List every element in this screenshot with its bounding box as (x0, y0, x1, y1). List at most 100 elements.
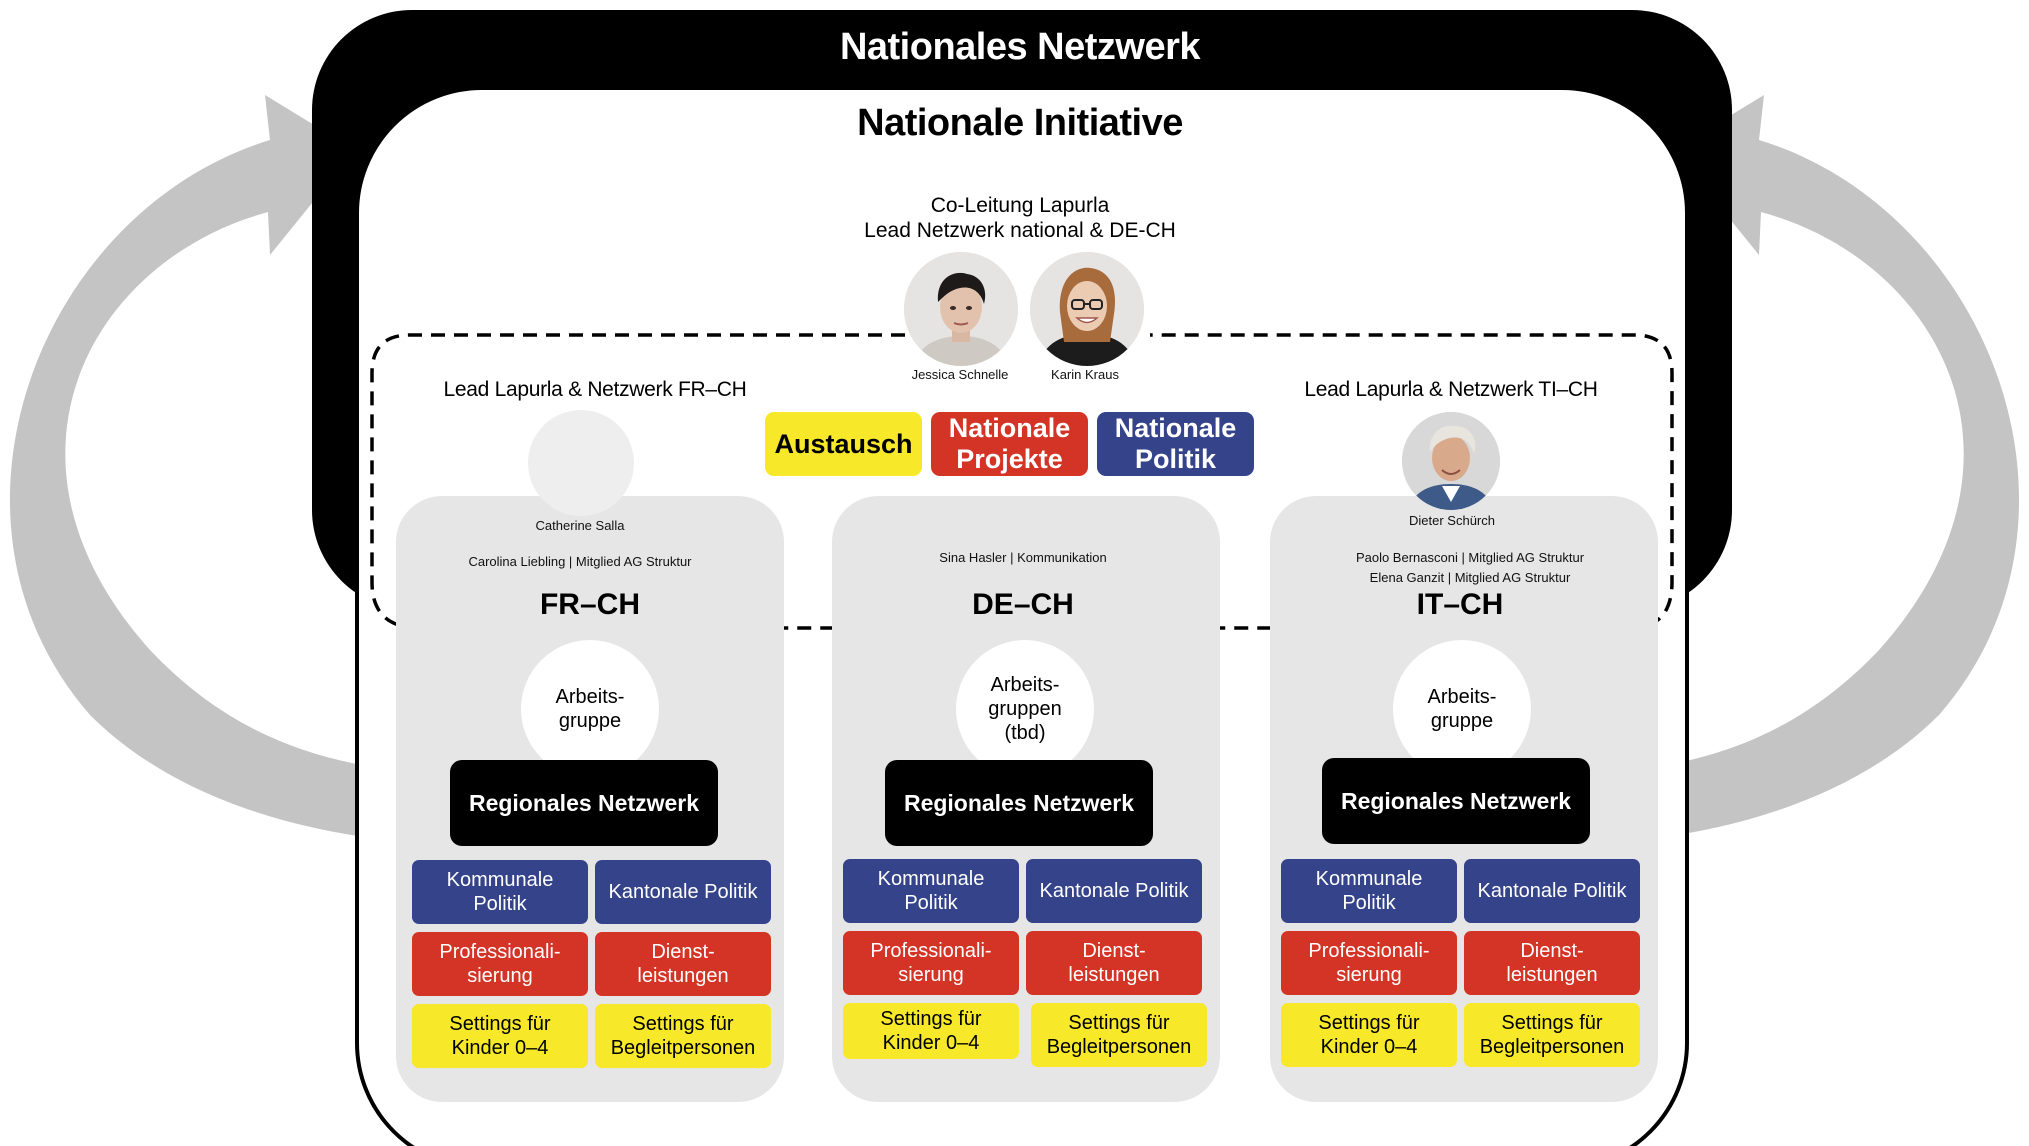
tile-de-kommunal-l1: Kommunale (877, 868, 985, 890)
tile-de-begleit-l1: Settings für (1068, 1012, 1170, 1034)
tile-it-prof-l1: Professionali- (1308, 940, 1430, 962)
tile-it-dienstleistungen: Dienst-leistungen (1464, 931, 1640, 995)
workgroup-circle-de: Arbeits-gruppen(tbd) (956, 640, 1094, 778)
workgroup-circle-fr: Arbeits-gruppe (521, 640, 659, 778)
members-de: Sina Hasler | Kommunikation (843, 548, 1203, 568)
regional-network-de: Regionales Netzwerk (885, 760, 1153, 846)
tag-austausch-label: Austausch (774, 428, 913, 459)
tile-fr-kommunal-l2: Politik (473, 893, 527, 915)
tile-fr-prof-l2: sierung (467, 965, 533, 987)
tile-fr-dienst-l1: Dienst- (651, 941, 715, 963)
tile-fr-dienst-l2: leistungen (637, 965, 729, 987)
workgroup-de-line-3: (tbd) (1004, 722, 1046, 744)
tile-de-begleit-l2: Begleitpersonen (1046, 1036, 1192, 1058)
avatar-dieter-schuerch (1402, 412, 1500, 510)
tile-fr-kantonale-politik: Kantonale Politik (595, 860, 771, 924)
tile-it-dienst-l2: leistungen (1506, 964, 1598, 986)
name-jessica-schnelle: Jessica Schnelle (911, 367, 1009, 382)
member-it-1: Paolo Bernasconi | Mitglied AG Struktur (1355, 550, 1585, 565)
portrait-dieter (1402, 412, 1500, 510)
tile-it-professionalisierung: Professionali-sierung (1281, 931, 1457, 995)
member-de-1: Sina Hasler | Kommunikation (939, 550, 1107, 565)
tile-de-kinder-l1: Settings für (880, 1008, 982, 1030)
tile-de-kantonal-label: Kantonale Politik (1039, 880, 1189, 902)
members-fr: Carolina Liebling | Mitglied AG Struktur (400, 552, 760, 572)
name-dieter-schuerch: Dieter Schürch (1409, 513, 1495, 528)
lead-fr-caption: Lead Lapurla & Netzwerk FR–CH (443, 378, 747, 401)
workgroup-it-line-2: gruppe (1430, 710, 1494, 732)
avatar-karin-kraus (1030, 252, 1144, 366)
co-lead-line-1: Co-Leitung Lapurla (930, 194, 1110, 217)
national-initiative-title: Nationale Initiative (857, 102, 1183, 144)
member-it-2: Elena Ganzit | Mitglied AG Struktur (1369, 570, 1571, 585)
tag-projekte-line-1: Nationale (948, 413, 1071, 443)
workgroup-it-line-1: Arbeits- (1427, 686, 1497, 708)
name-catherine-salla: Catherine Salla (535, 518, 625, 533)
tile-fr-kommunal-l1: Kommunale (446, 869, 554, 891)
tile-de-dienst-l1: Dienst- (1082, 940, 1146, 962)
tile-de-dienstleistungen: Dienst-leistungen (1026, 931, 1202, 995)
name-karin-kraus: Karin Kraus (1051, 367, 1119, 382)
tile-fr-begleit-l1: Settings für (632, 1013, 734, 1035)
tile-de-kinder-l2: Kinder 0–4 (882, 1032, 980, 1054)
workgroup-fr-line-2: gruppe (558, 710, 622, 732)
tile-it-kantonal-label: Kantonale Politik (1477, 880, 1627, 902)
workgroup-fr-line-1: Arbeits- (555, 686, 625, 708)
tile-fr-dienstleistungen: Dienst-leistungen (595, 932, 771, 996)
tile-it-kantonale-politik: Kantonale Politik (1464, 859, 1640, 923)
workgroup-circle-it: Arbeits-gruppe (1393, 640, 1531, 778)
tag-projekte-line-2: Projekte (956, 444, 1063, 474)
portrait-karin (1030, 252, 1144, 366)
members-it: Paolo Bernasconi | Mitglied AG Struktur … (1290, 548, 1650, 588)
regional-network-it: Regionales Netzwerk (1322, 758, 1590, 844)
tile-it-kommunal-l2: Politik (1342, 892, 1396, 914)
tile-fr-professionalisierung: Professionali-sierung (412, 932, 588, 996)
tag-politik-line-1: Nationale (1114, 413, 1237, 443)
tile-it-kinder-l2: Kinder 0–4 (1320, 1036, 1418, 1058)
co-lead-line-2: Lead Netzwerk national & DE-CH (864, 219, 1176, 242)
tile-fr-prof-l1: Professionali- (439, 941, 561, 963)
national-network-title: Nationales Netzwerk (839, 26, 1201, 68)
tag-politik-line-2: Politik (1134, 444, 1216, 474)
tile-de-kantonale-politik: Kantonale Politik (1026, 859, 1202, 923)
tile-fr-begleit-l2: Begleitpersonen (610, 1037, 756, 1059)
tile-fr-kantonal-label: Kantonale Politik (608, 881, 758, 903)
workgroup-de-line-1: Arbeits- (990, 674, 1060, 696)
region-title-it: IT–CH (1416, 588, 1504, 621)
co-lead-caption: Co-Leitung Lapurla Lead Netzwerk nationa… (750, 193, 1290, 243)
tile-fr-kinder-l2: Kinder 0–4 (451, 1037, 549, 1059)
avatar-catherine-salla (528, 410, 634, 516)
tile-it-begleit-l1: Settings für (1501, 1012, 1603, 1034)
tile-it-kommunal-l1: Kommunale (1315, 868, 1423, 890)
tile-de-kommunal-l2: Politik (904, 892, 958, 914)
tile-it-kinder-l1: Settings für (1318, 1012, 1420, 1034)
tile-fr-kinder-l1: Settings für (449, 1013, 551, 1035)
member-fr-1: Carolina Liebling | Mitglied AG Struktur (468, 554, 692, 569)
workgroup-de-line-2: gruppen (988, 698, 1062, 720)
tile-it-prof-l2: sierung (1336, 964, 1402, 986)
left-cycle-arrow (9, 95, 455, 845)
tile-de-prof-l2: sierung (898, 964, 964, 986)
tag-austausch: Austausch (765, 412, 922, 476)
avatar-jessica-schnelle (904, 252, 1018, 366)
tile-it-begleit-l2: Begleitpersonen (1479, 1036, 1625, 1058)
lead-it-caption: Lead Lapurla & Netzwerk TI–CH (1304, 378, 1598, 401)
regional-network-fr: Regionales Netzwerk (450, 760, 718, 846)
region-title-fr: FR–CH (539, 588, 640, 621)
right-cycle-arrow (1574, 95, 2020, 845)
region-title-de: DE–CH (972, 588, 1074, 621)
tile-de-dienst-l2: leistungen (1068, 964, 1160, 986)
tile-de-prof-l1: Professionali- (870, 940, 992, 962)
tile-de-professionalisierung: Professionali-sierung (843, 931, 1019, 995)
